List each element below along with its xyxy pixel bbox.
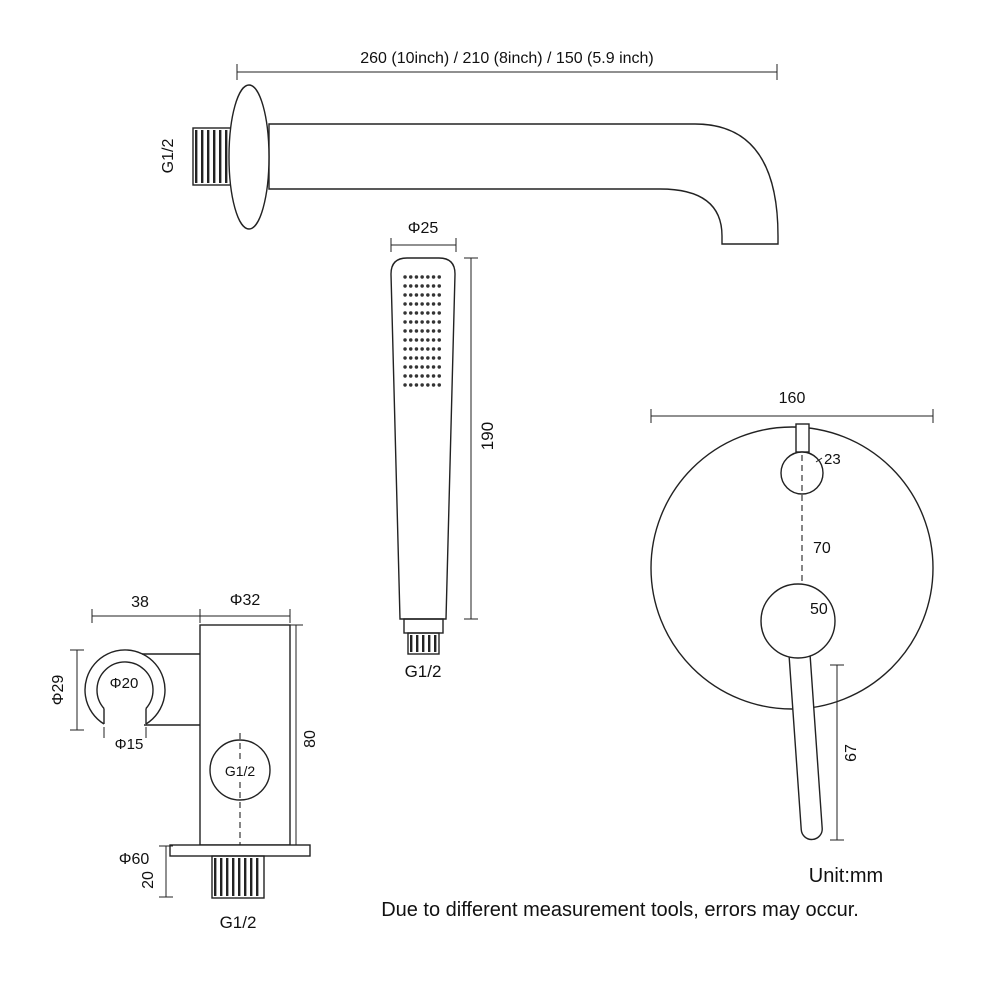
bottom-thread-label: G1/2 (220, 913, 257, 932)
valve-pin (795, 423, 810, 453)
pin-offset-label: 70 (813, 540, 831, 557)
spout-wall-flange (228, 84, 270, 230)
spray-nozzle-dots (403, 275, 444, 387)
ring-inner-diameter-label: Φ20 (110, 675, 139, 692)
flange-diameter-label: Φ60 (119, 851, 150, 868)
body-height-label: 80 (302, 730, 319, 748)
holder-bottom-thread (211, 855, 265, 899)
handle-length-label: 67 (843, 744, 860, 762)
spout-length-label: 260 (10inch) / 210 (8inch) / 150 (5.9 in… (360, 50, 654, 67)
spout-thread-label: G1/2 (160, 139, 177, 174)
inlet-thread-label: G1/2 (225, 763, 256, 779)
valve-plate-outline (650, 426, 934, 710)
holder-inlet-circle (209, 739, 271, 801)
stub-length-label: 20 (140, 871, 157, 889)
valve-plate-diameter-label: 160 (779, 390, 806, 407)
holder-flange (169, 844, 311, 857)
footer-notes: Unit:mm Due to different measurement too… (381, 865, 883, 921)
valve-handle-lever (788, 639, 823, 841)
unit-note: Unit:mm (809, 865, 883, 887)
shower-holder-drawing: 38 Φ32 Φ29 Φ20 Φ15 G1/2 80 Φ60 20 G1/2 (50, 592, 319, 932)
handshower-collar (403, 618, 444, 634)
ring-outer-diameter-label: Φ29 (50, 675, 67, 706)
handshower-thread-label: G1/2 (405, 662, 442, 681)
pin-diameter-leader (815, 457, 823, 463)
holder-ring-outer (84, 649, 166, 725)
mixer-valve-drawing: 160 23 70 50 67 (650, 390, 934, 841)
holder-body (199, 624, 291, 846)
handshower-length-label: 190 (478, 422, 497, 450)
hand-shower-drawing: Φ25 190 G1/2 (390, 220, 497, 681)
body-diameter-label: Φ32 (230, 592, 261, 609)
valve-pin-knob (780, 451, 824, 495)
pin-diameter-label: 23 (824, 451, 841, 468)
handshower-diameter-label: Φ25 (408, 220, 439, 237)
bracket-width-label: 38 (131, 594, 149, 611)
disclaimer-note: Due to different measurement tools, erro… (381, 899, 859, 921)
ring-gap-label: Φ15 (115, 736, 144, 753)
holder-ring-inner (96, 661, 154, 709)
handshower-thread (407, 632, 440, 655)
handle-base-diameter-label: 50 (810, 601, 828, 618)
valve-handle-base (760, 583, 836, 659)
wall-spout-drawing: 260 (10inch) / 210 (8inch) / 150 (5.9 in… (160, 50, 779, 245)
spout-arm (268, 123, 779, 245)
